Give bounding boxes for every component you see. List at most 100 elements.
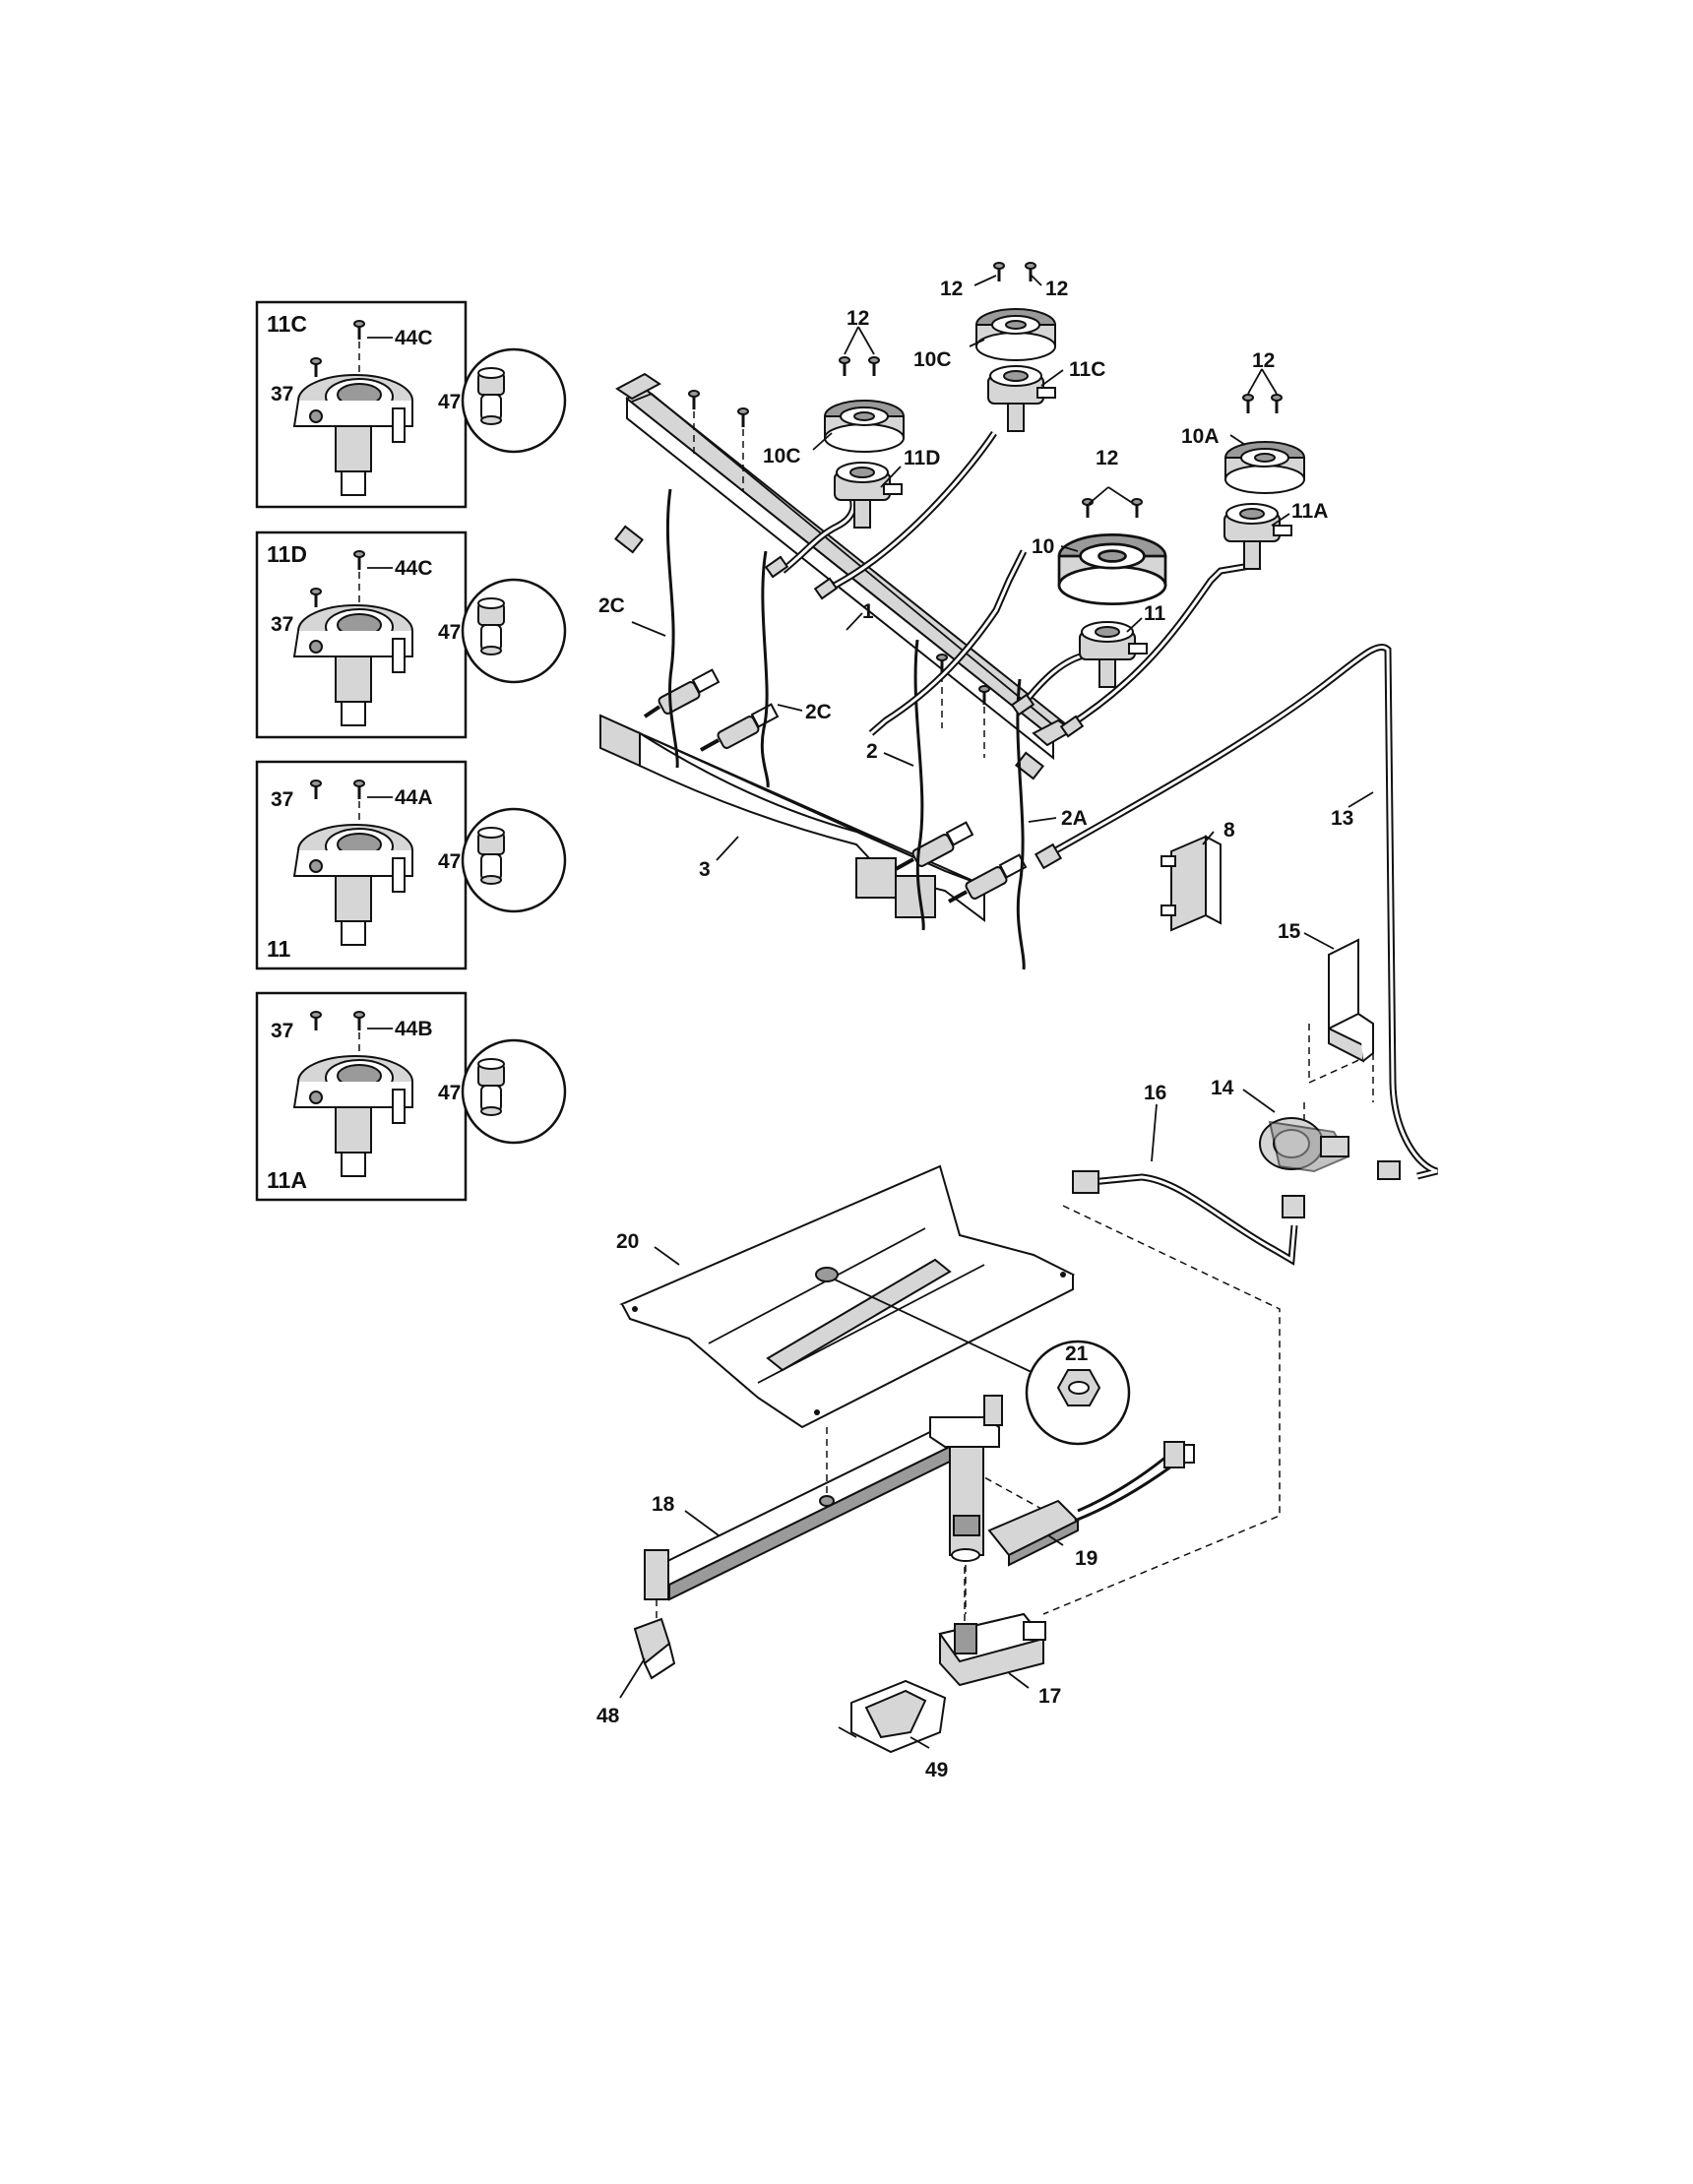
nut-21 bbox=[815, 1267, 1131, 1446]
burner-valve-icon bbox=[1079, 621, 1148, 688]
manifold-assembly bbox=[599, 372, 1439, 1180]
callout-47: 47 bbox=[438, 621, 461, 644]
callout-18: 18 bbox=[652, 1493, 675, 1516]
igniter-wire-2c-right bbox=[760, 550, 770, 788]
inset-11a: 11A 37 44B 47 bbox=[255, 991, 567, 1202]
manifold-valve-right-2 bbox=[948, 853, 1028, 904]
igniter-19 bbox=[987, 1441, 1195, 1567]
manifold-valve-left-1 bbox=[643, 668, 721, 718]
callout-10c: 10C bbox=[763, 445, 801, 468]
callout-47: 47 bbox=[438, 850, 461, 873]
screw-icon bbox=[1241, 393, 1255, 415]
baffle-20 bbox=[619, 1164, 1076, 1429]
igniter-wire-2 bbox=[913, 639, 925, 931]
burner-10 bbox=[1057, 497, 1167, 605]
inset-11c: 11C 44C 37 47 bbox=[255, 300, 567, 509]
callout-12: 12 bbox=[846, 307, 869, 330]
valve-11 bbox=[1079, 621, 1148, 688]
pressure-regulator-14 bbox=[1259, 1102, 1350, 1218]
inset-title: 11D bbox=[267, 541, 307, 567]
callout-10: 10 bbox=[1032, 535, 1054, 558]
callout-11: 11 bbox=[1144, 602, 1166, 625]
callout-2c: 2C bbox=[598, 594, 625, 617]
tube-16 bbox=[1072, 1170, 1298, 1266]
callout-8: 8 bbox=[1223, 819, 1235, 842]
igniter-wire-2c-left bbox=[665, 488, 679, 769]
orifice-detail-circle bbox=[461, 807, 567, 913]
bracket-49 bbox=[838, 1679, 947, 1754]
burner-10c-top bbox=[975, 261, 1056, 361]
callout-13: 13 bbox=[1331, 807, 1353, 830]
callout-37: 37 bbox=[271, 613, 293, 636]
burner-cap-icon bbox=[824, 400, 905, 453]
callout-49: 49 bbox=[925, 1759, 948, 1781]
screw-icon bbox=[838, 355, 851, 378]
callout-44c: 44C bbox=[395, 557, 433, 580]
orifice-icon bbox=[477, 597, 505, 655]
inset-11: 11 37 44A 47 bbox=[255, 760, 567, 970]
burner-cap-icon bbox=[1224, 441, 1305, 494]
callout-12: 12 bbox=[1096, 447, 1118, 469]
orifice-icon bbox=[477, 367, 505, 425]
callout-19: 19 bbox=[1075, 1547, 1097, 1570]
callout-15: 15 bbox=[1278, 920, 1301, 943]
orifice-detail-circle bbox=[461, 578, 567, 684]
callouts: 12 12 12 12 12 10C 10C 11C 11D 10A 11A 1… bbox=[596, 278, 1353, 1781]
inset-11d: 11D 44C 37 47 bbox=[255, 530, 567, 739]
callout-12: 12 bbox=[1252, 349, 1275, 372]
callout-11a: 11A bbox=[1291, 500, 1328, 523]
inset-title: 11A bbox=[267, 1167, 307, 1193]
valve-11a bbox=[1223, 503, 1292, 570]
burner-cap-icon bbox=[975, 308, 1056, 361]
callout-11d: 11D bbox=[904, 447, 940, 469]
burner-10a bbox=[1224, 393, 1305, 494]
burner-10c-left bbox=[824, 355, 905, 453]
callout-37: 37 bbox=[271, 788, 293, 811]
callout-10c: 10C bbox=[913, 348, 952, 371]
screw-icon bbox=[687, 389, 701, 411]
manifold-valve-right-1 bbox=[895, 821, 974, 871]
callout-2c: 2C bbox=[805, 701, 832, 723]
orifice-icon bbox=[477, 827, 505, 885]
callout-12: 12 bbox=[1045, 278, 1068, 300]
callout-44a: 44A bbox=[395, 786, 433, 809]
screw-icon bbox=[736, 406, 750, 429]
callout-37: 37 bbox=[271, 1020, 293, 1042]
callout-47: 47 bbox=[438, 1082, 461, 1104]
callout-2: 2 bbox=[866, 740, 878, 763]
orifice-icon bbox=[477, 1058, 505, 1116]
screw-icon bbox=[867, 355, 881, 378]
callout-44c: 44C bbox=[395, 327, 433, 349]
callout-37: 37 bbox=[271, 383, 293, 406]
callout-12: 12 bbox=[940, 278, 963, 300]
regulator-bracket-15 bbox=[1308, 938, 1374, 1102]
burner-valve-icon bbox=[987, 365, 1056, 432]
callout-3: 3 bbox=[699, 858, 711, 881]
callout-48: 48 bbox=[596, 1705, 620, 1727]
callout-20: 20 bbox=[616, 1230, 639, 1253]
callout-10a: 10A bbox=[1181, 425, 1220, 448]
callout-14: 14 bbox=[1211, 1077, 1234, 1099]
igniter-wire-2a bbox=[1016, 678, 1026, 970]
inset-title: 11C bbox=[267, 311, 307, 337]
callout-44b: 44B bbox=[395, 1018, 433, 1040]
oven-safety-valve-17 bbox=[938, 1612, 1046, 1687]
orifice-detail-circle bbox=[461, 1038, 567, 1145]
callout-16: 16 bbox=[1144, 1082, 1166, 1104]
burner-valve-icon bbox=[1223, 503, 1292, 570]
oven-burner-18 bbox=[644, 1425, 962, 1624]
bracket-48 bbox=[633, 1617, 676, 1680]
valve-11c bbox=[987, 365, 1056, 432]
spark-module-8 bbox=[1160, 835, 1222, 932]
callout-47: 47 bbox=[438, 391, 461, 413]
orifice-detail-circle bbox=[461, 347, 567, 454]
oven-burner-mixer bbox=[929, 1395, 1003, 1614]
tube-13 bbox=[1043, 643, 1439, 1180]
leader-lines bbox=[619, 275, 1374, 1749]
callout-17: 17 bbox=[1038, 1685, 1061, 1708]
screw-icon bbox=[1130, 497, 1144, 520]
screw-icon bbox=[1270, 393, 1284, 415]
callout-2a: 2A bbox=[1061, 807, 1088, 830]
inset-title: 11 bbox=[267, 936, 291, 962]
